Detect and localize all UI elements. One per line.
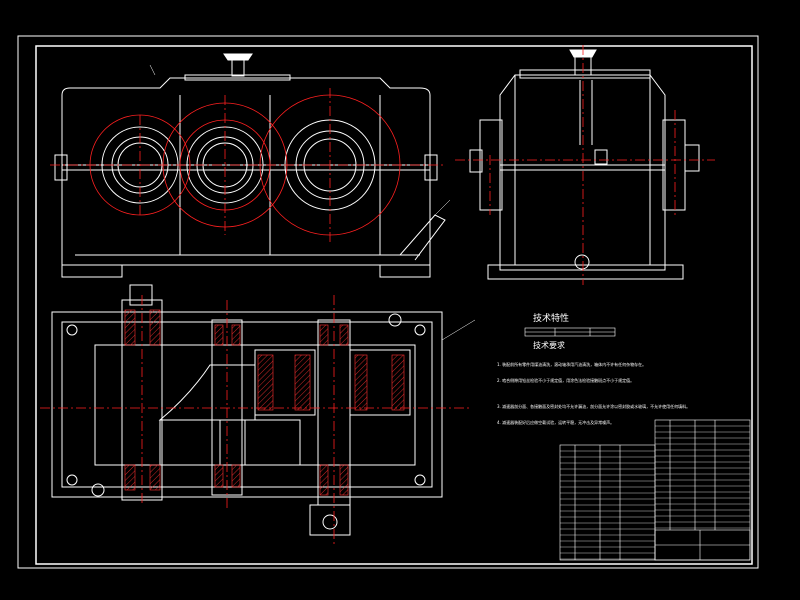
drawing-frame: [17, 35, 759, 569]
front-view-gear-pitch-circles: [50, 88, 445, 245]
parts-list-table: [559, 419, 751, 561]
top-section-view: [51, 284, 443, 536]
parts-list-rows: [560, 425, 750, 560]
tech-char-title: 技术特性: [533, 314, 570, 324]
tech-note-1: 1. 装配前所有零件用煤油清洗，滚动轴承用汽油清洗，箱体内不许有任何杂物存在。: [497, 362, 647, 367]
front-view: [54, 53, 446, 278]
top-section-hatching: [124, 309, 405, 496]
tech-note-3: 3. 减速器剖分面、各接触面及密封处均不允许漏油，剖分面允许涂以密封胶或水玻璃，…: [497, 404, 691, 409]
tech-note-4: 4. 减速器装配好后应做空载试验，运转平稳，无冲击及异常噪声。: [497, 420, 615, 425]
tech-note-2: 2. 啮合侧隙用铅丝检验不小于规定值，用涂色法检验接触斑点不小于规定值。: [497, 378, 635, 383]
tech-char-table: [524, 327, 616, 337]
top-section-centerlines: [40, 295, 470, 545]
side-view: [469, 49, 700, 280]
side-view-centerlines: [455, 45, 715, 285]
leader-lines: [149, 64, 476, 341]
tech-req-title: 技术要求: [533, 341, 565, 350]
